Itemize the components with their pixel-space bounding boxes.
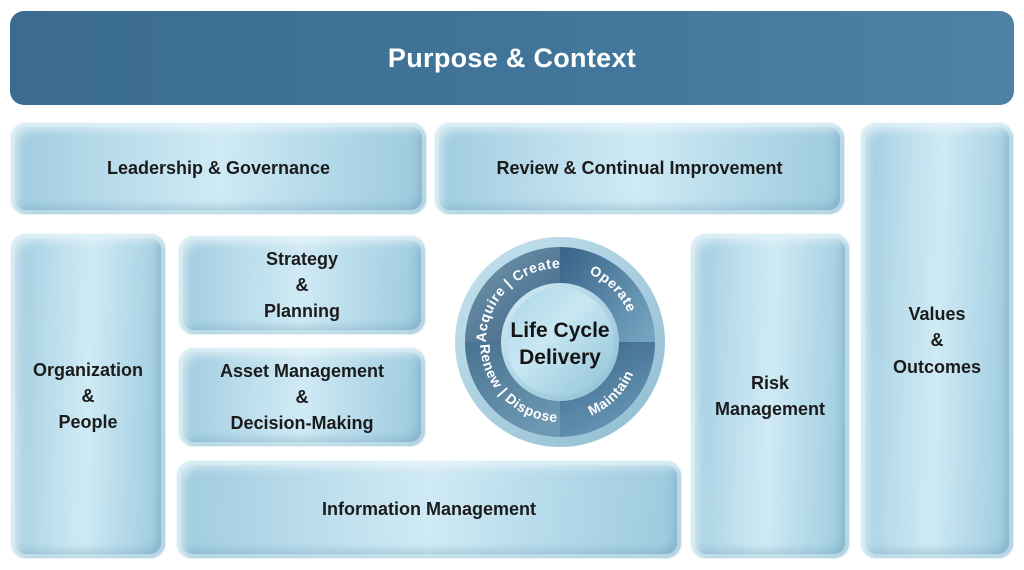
wheel-center-circle <box>506 288 614 396</box>
lifecycle-center-label-line2: Delivery <box>519 346 601 369</box>
lifecycle-center-label-line1: Life Cycle <box>510 319 609 342</box>
strategy-planning-panel: Strategy & Planning <box>178 235 426 335</box>
asset-management-decision-making-panel: Asset Management & Decision-Making <box>178 347 426 447</box>
purpose-context-panel: Purpose & Context <box>10 11 1014 105</box>
values-outcomes-panel: Values & Outcomes <box>860 122 1014 559</box>
information-management-panel: Information Management <box>176 460 682 559</box>
risk-management-panel: Risk Management <box>690 233 850 559</box>
organization-people-panel: Organization & People <box>10 233 166 559</box>
review-continual-improvement-panel: Review & Continual Improvement <box>434 122 845 215</box>
leadership-governance-panel: Leadership & Governance <box>10 122 427 215</box>
purpose-context-label: Purpose & Context <box>387 42 637 73</box>
lifecycle-wheel-icon: Acquire | Create Operate Renew | Dispose… <box>455 237 665 447</box>
